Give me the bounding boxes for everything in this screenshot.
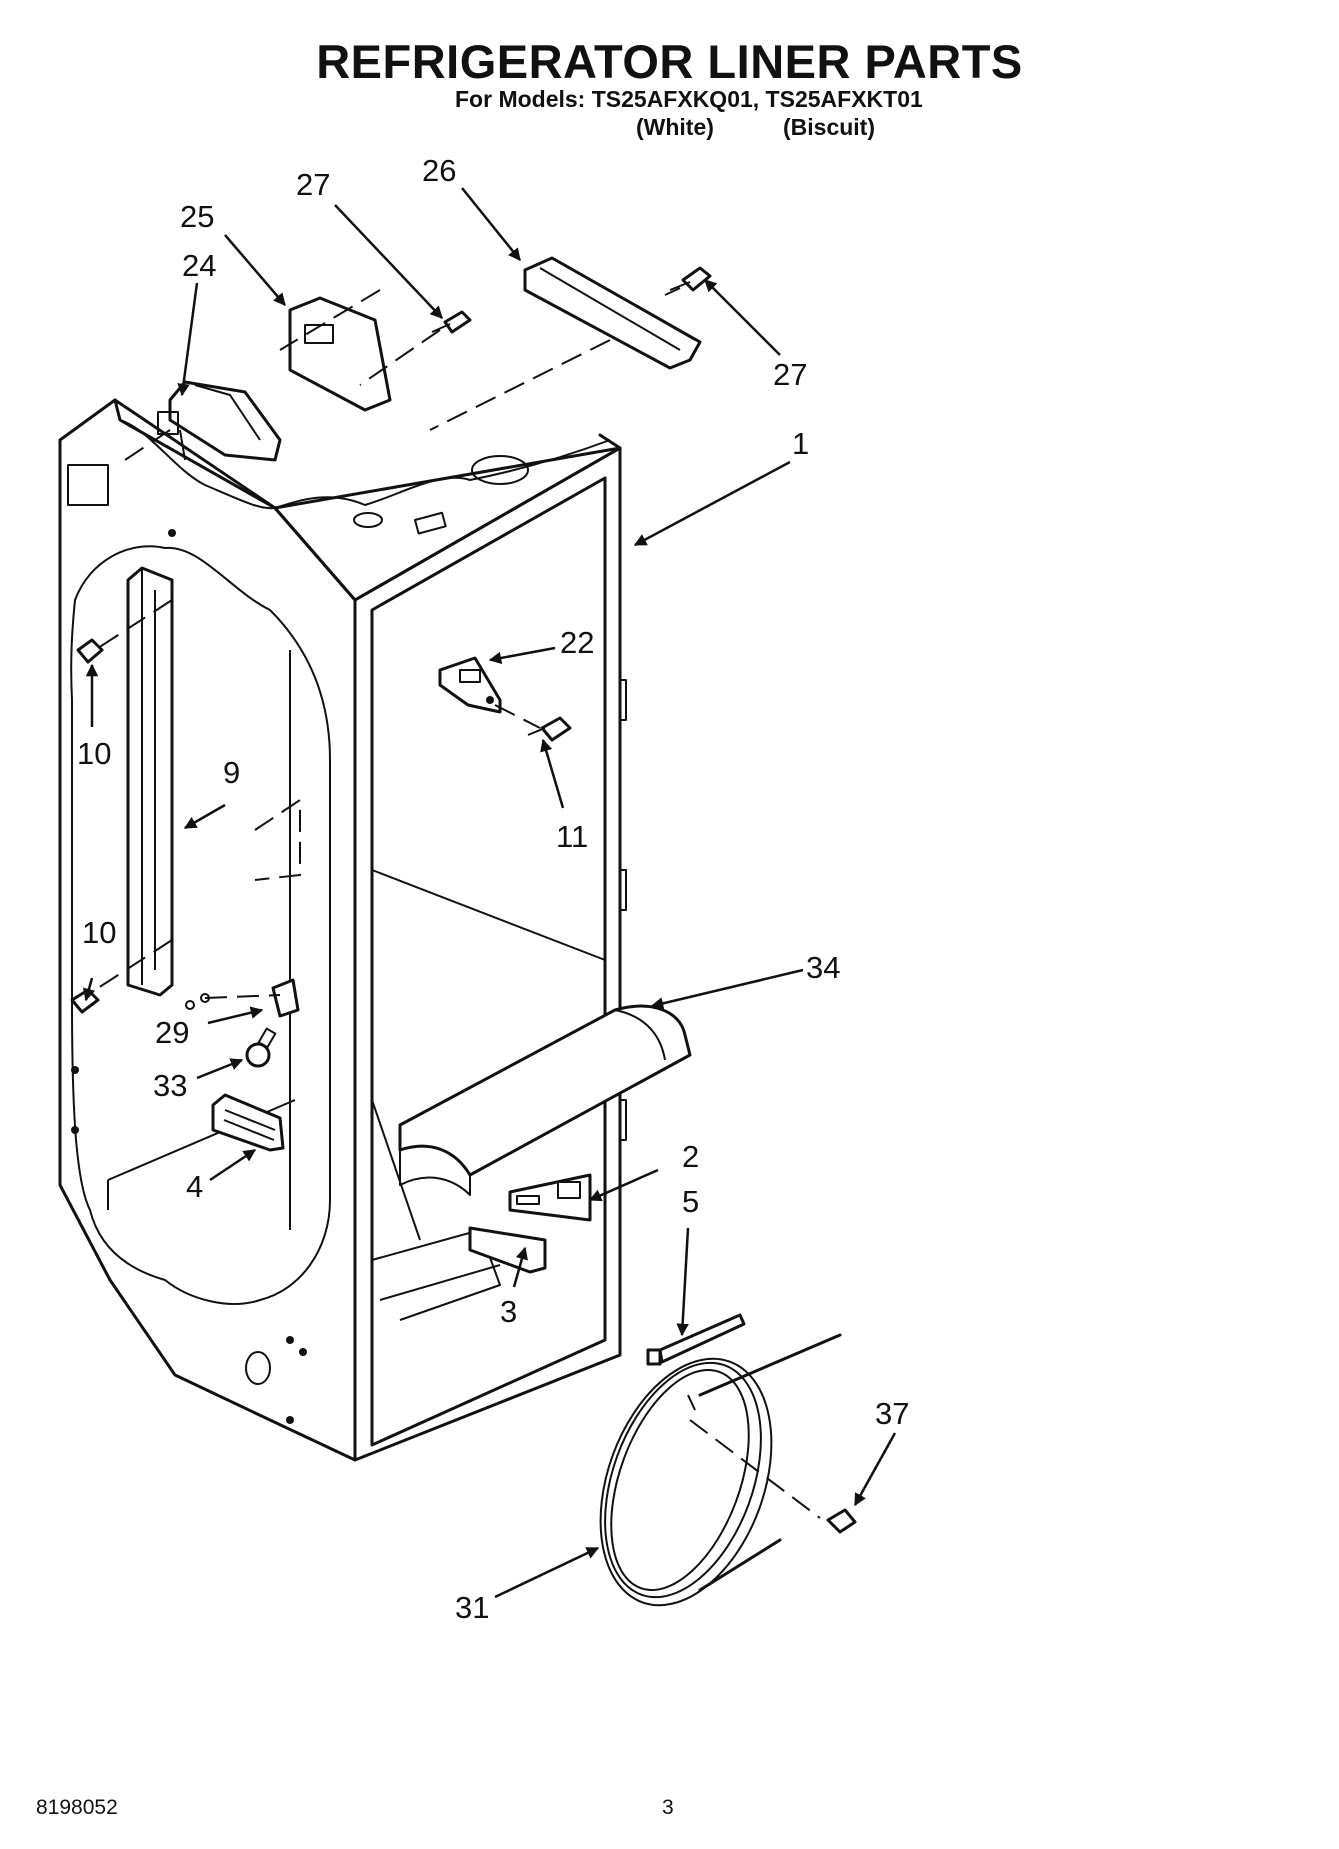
- part-22-bracket: [438, 656, 502, 714]
- part-11-screw: [527, 716, 572, 742]
- callout-29: 29: [155, 1015, 189, 1050]
- part-33-bulb: [245, 1027, 277, 1068]
- part-29-lamp-socket: [185, 978, 300, 1018]
- callout-4: 4: [186, 1169, 203, 1204]
- callout-2: 2: [682, 1139, 699, 1174]
- variant-white-label: (White): [636, 114, 714, 140]
- models-line: For Models: TS25AFXKQ01, TS25AFXKT01: [455, 86, 923, 112]
- part-27-screw-left: [431, 310, 472, 334]
- callout-22: 22: [560, 625, 594, 660]
- part-37-screw: [826, 1508, 857, 1534]
- part-34-cover: [398, 1004, 692, 1196]
- part-26-top-channel: [523, 256, 702, 370]
- page-title: REFRIGERATOR LINER PARTS: [316, 35, 1023, 88]
- callout-27-left: 27: [296, 167, 330, 202]
- variant-biscuit-label: (Biscuit): [783, 114, 875, 140]
- part-10-screw-top: [76, 638, 104, 664]
- part-9-rail: [126, 566, 174, 997]
- callout-34: 34: [806, 950, 840, 985]
- callout-1: 1: [792, 426, 809, 461]
- callout-9: 9: [223, 755, 240, 790]
- callout-37: 37: [875, 1396, 909, 1431]
- part-31-tubing-coil: [599, 1333, 842, 1607]
- callout-33: 33: [153, 1068, 187, 1103]
- part-27-screw-right: [664, 266, 712, 296]
- callout-5: 5: [682, 1184, 699, 1219]
- callout-31: 31: [455, 1590, 489, 1625]
- liner-cabinet: [58, 398, 627, 1462]
- part-3-bracket: [468, 1226, 547, 1274]
- callout-27-right: 27: [773, 357, 807, 392]
- page-number: 3: [662, 1796, 674, 1819]
- part-25-bracket: [288, 296, 392, 412]
- callout-leaders: [82, 187, 897, 1599]
- part-2-bracket: [508, 1173, 592, 1222]
- part-4-grille: [211, 1093, 285, 1152]
- callout-11: 11: [556, 819, 588, 854]
- part-10-screw-bottom: [70, 988, 100, 1014]
- callout-24: 24: [182, 248, 216, 283]
- callout-26: 26: [422, 153, 456, 188]
- callout-25: 25: [180, 199, 214, 234]
- callout-3: 3: [500, 1294, 517, 1329]
- part-5-tie-wrap: [646, 1313, 746, 1366]
- callout-numbers: 1 2 3 4 5 9 10 10 11 22 24 25 26 27 27 2…: [77, 153, 909, 1625]
- callout-10-bottom: 10: [82, 915, 116, 950]
- part-24-control-housing: [157, 380, 282, 462]
- doc-number: 8198052: [36, 1796, 118, 1819]
- callout-10-top: 10: [77, 736, 111, 771]
